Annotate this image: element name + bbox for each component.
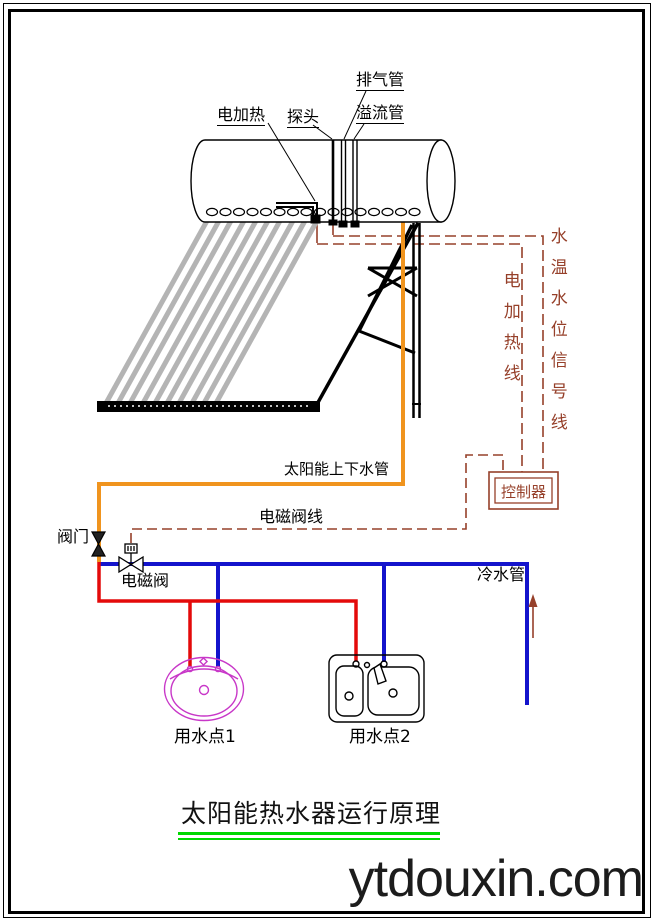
watermark: ytdouxin.com: [348, 850, 644, 908]
probe-and-pipes: [328, 140, 360, 228]
label-electric-heater: 电加热: [217, 105, 266, 126]
label-signal-wire: 水温水位信号线: [546, 227, 567, 444]
title-underline-2: [178, 838, 440, 840]
cold-water-pipes: [99, 562, 529, 705]
label-overflow-pipe: 溢流管: [356, 103, 405, 124]
sink-1: [163, 656, 245, 722]
label-controller: 控制器: [500, 483, 546, 501]
title-underline-1: [178, 832, 440, 835]
label-valve: 阀门: [57, 527, 90, 546]
electric-heater-element: [276, 202, 321, 224]
label-usage-point-2: 用水点2: [349, 727, 411, 747]
flow-arrow: [528, 594, 538, 638]
diagram-title: 太阳能热水器运行原理: [181, 799, 442, 828]
label-exhaust-pipe: 排气管: [356, 70, 405, 91]
valve-symbol: [90, 531, 107, 557]
controller-box: [488, 471, 559, 510]
label-cold-pipe: 冷水管: [477, 565, 526, 584]
label-solenoid-valve: 电磁阀: [121, 571, 170, 590]
label-solar-pipe: 太阳能上下水管: [284, 460, 390, 478]
drawing-border-outer: [3, 3, 651, 918]
support-frame: [314, 222, 421, 418]
solar-pipe-line: [97, 220, 405, 562]
hot-water-pipes: [97, 562, 358, 667]
collector-tubes: [102, 217, 321, 407]
collector-bottom-bar: [97, 401, 320, 412]
label-usage-point-1: 用水点1: [174, 727, 236, 747]
heater-wire-line: [316, 224, 523, 472]
tank-tube-ports: [205, 207, 421, 217]
label-heater-wire: 电加热线: [499, 271, 520, 395]
storage-tank: [190, 139, 456, 223]
label-probe: 探头: [287, 107, 320, 128]
label-solenoid-wire: 电磁阀线: [259, 507, 324, 526]
sink-2: [328, 654, 425, 723]
solenoid-valve-symbol: [118, 543, 144, 574]
drawing-border-inner: [8, 9, 645, 914]
